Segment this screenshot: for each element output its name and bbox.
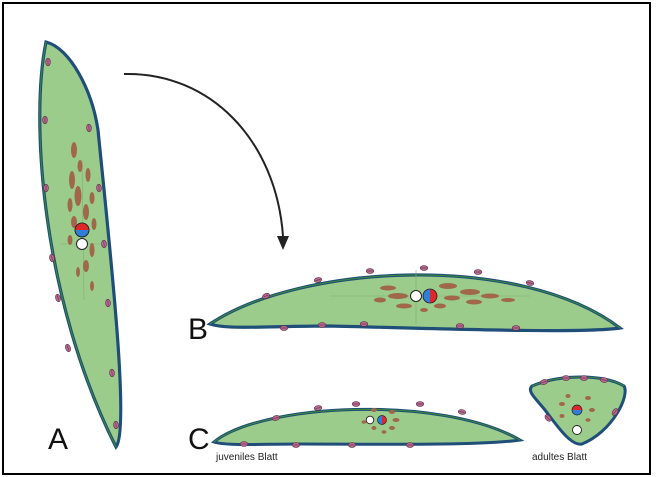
caption-juvenile-leaf: juveniles Blatt <box>215 452 278 463</box>
leaf-a-pith-cell-icon <box>77 239 88 250</box>
leaf-a-vascular-bundle-icon <box>75 223 89 237</box>
leaf-c-juvenile-vascular-bundle-icon <box>378 416 387 425</box>
panel-label-b: B <box>188 313 208 346</box>
leaf-c-adult-vascular-bundle-icon <box>572 405 582 415</box>
leaf-c-juvenile <box>214 402 520 448</box>
leaf-c-juvenile-outline <box>214 409 520 444</box>
leaf-c-adult <box>530 376 625 445</box>
leaf-b-outline <box>210 275 620 331</box>
panel-label-c: C <box>188 423 210 456</box>
panel-label-a: A <box>48 423 68 456</box>
leaf-c-juvenile-pith-cell-icon <box>366 416 374 424</box>
leaf-a <box>40 42 121 447</box>
leaf-b-vascular-bundle-icon <box>423 289 437 303</box>
rotation-arrow <box>124 74 289 250</box>
leaf-b-pith-cell-icon <box>411 291 422 302</box>
leaf-c-adult-pith-cell-icon <box>573 426 582 435</box>
caption-adult-leaf: adultes Blatt <box>532 452 587 463</box>
leaf-b <box>210 266 620 331</box>
